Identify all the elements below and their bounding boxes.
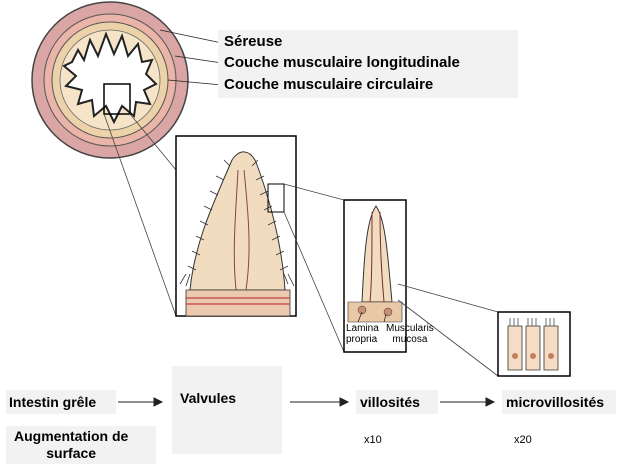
intestine-cross-section bbox=[32, 2, 188, 158]
label-longitudinal-muscle: Couche musculaire longitudinale bbox=[224, 54, 460, 71]
flow-intestin: Intestin grêle bbox=[9, 394, 96, 410]
zoom-line bbox=[398, 284, 498, 312]
flow-microvillosites: microvillosités bbox=[506, 394, 604, 410]
flow-villosites: villosités bbox=[360, 394, 420, 410]
factor-villosites: x10 bbox=[364, 434, 382, 446]
microvilli-box bbox=[498, 312, 570, 376]
factor-microvillosites: x20 bbox=[514, 434, 532, 446]
label-lamina-propria: Lamina propria bbox=[346, 323, 379, 345]
label-sereuse: Séreuse bbox=[224, 33, 282, 50]
augmentation-label: Augmentation de surface bbox=[14, 428, 128, 462]
label-muscularis-mucosa: Muscularis mucosa bbox=[386, 323, 434, 345]
flow-valvules: Valvules bbox=[180, 390, 236, 406]
box-valvules bbox=[172, 366, 282, 454]
label-circular-muscle: Couche musculaire circulaire bbox=[224, 76, 433, 93]
valvule-box bbox=[176, 136, 296, 316]
